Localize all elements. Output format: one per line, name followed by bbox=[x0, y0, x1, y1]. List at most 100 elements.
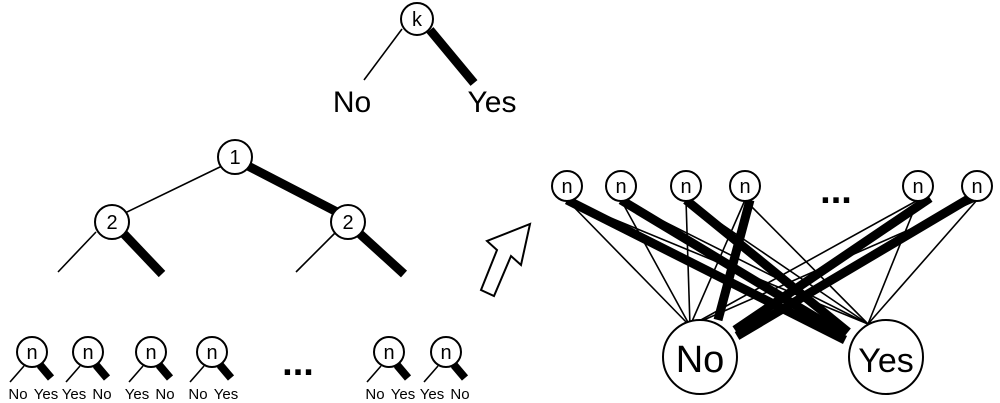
leaf-no-label: No bbox=[188, 386, 207, 403]
leaf-node-label: n bbox=[26, 342, 37, 364]
transform-arrow-icon bbox=[479, 222, 532, 298]
leaf-node-label: n bbox=[383, 342, 394, 364]
leaf-node: nNo Yes bbox=[188, 336, 238, 403]
leaf-yes-edge bbox=[92, 362, 111, 381]
bipartite-node: n bbox=[902, 170, 934, 202]
right-child-yes-edge bbox=[356, 230, 408, 278]
right-child-label: 2 bbox=[342, 212, 353, 234]
leaf-no-edge bbox=[65, 365, 81, 383]
leaf-node-circle bbox=[196, 336, 228, 368]
leaf-no-label: No bbox=[365, 386, 384, 403]
bipartite-node: n bbox=[605, 170, 637, 202]
strong-edge bbox=[734, 194, 973, 340]
strong-edge bbox=[732, 194, 933, 334]
leaf-node: nNo Yes bbox=[365, 336, 415, 403]
leaf-yes-edge bbox=[393, 362, 412, 381]
bipartite-node-label: n bbox=[615, 176, 626, 198]
leaf-yes-label: No bbox=[155, 386, 174, 403]
bipartite-node-circle bbox=[605, 170, 637, 202]
outcome-yes-circle bbox=[848, 319, 924, 395]
leaf-yes-label: Yes bbox=[214, 386, 238, 403]
left-child-yes-edge bbox=[120, 230, 166, 278]
edge-to-no bbox=[566, 199, 691, 327]
left-child-circle bbox=[94, 204, 130, 240]
leaf-ellipsis: ... bbox=[282, 342, 314, 384]
left-child-label: 2 bbox=[106, 212, 117, 234]
edge-to-yes bbox=[867, 199, 978, 325]
root-node-circle bbox=[217, 139, 253, 175]
bipartite-node-label: n bbox=[912, 176, 923, 198]
bipartite-ellipsis: ... bbox=[820, 170, 852, 212]
leaf-no-edge bbox=[9, 365, 25, 383]
right-child-circle bbox=[330, 204, 366, 240]
leaf-no-label: Yes bbox=[62, 386, 86, 403]
k-yes-edge bbox=[426, 27, 478, 86]
leaf-yes-label: Yes bbox=[391, 386, 415, 403]
binary-tree: 1 2 2 bbox=[57, 139, 408, 278]
bipartite-node-circle bbox=[729, 170, 761, 202]
leaf-node-circle bbox=[373, 336, 405, 368]
leaf-node-label: n bbox=[440, 342, 451, 364]
bipartite-node-circle bbox=[670, 170, 702, 202]
root-right-edge bbox=[245, 162, 340, 216]
k-no-edge bbox=[363, 28, 403, 81]
leaf-node: nNo Yes bbox=[8, 336, 58, 403]
k-no-label: No bbox=[333, 86, 371, 119]
root-node-label: 1 bbox=[229, 147, 240, 169]
leaf-yes-label: No bbox=[92, 386, 111, 403]
leaf-node-label: n bbox=[145, 342, 156, 364]
leaf-no-label: Yes bbox=[420, 386, 444, 403]
right-child-no-edge bbox=[295, 231, 337, 273]
strong-edge bbox=[683, 196, 851, 336]
edge-to-no bbox=[620, 199, 691, 327]
bipartite-node: n bbox=[670, 170, 702, 202]
outcome-no-circle bbox=[662, 319, 738, 395]
bipartite-node: n bbox=[961, 170, 993, 202]
leaf-node-circle bbox=[430, 336, 462, 368]
leaf-yes-label: Yes bbox=[34, 386, 58, 403]
leaf-node-label: n bbox=[206, 342, 217, 364]
leaf-no-edge bbox=[366, 365, 382, 383]
bipartite-node-circle bbox=[551, 170, 583, 202]
outcome-yes-label: Yes bbox=[858, 342, 913, 380]
leaf-node-circle bbox=[16, 336, 48, 368]
leaf-yes-label: No bbox=[450, 386, 469, 403]
outcome-no-label: No bbox=[676, 339, 725, 381]
k-node-label: k bbox=[412, 9, 423, 31]
bipartite-node-label: n bbox=[561, 176, 572, 198]
leaf-no-edge bbox=[189, 365, 205, 383]
edge-to-yes bbox=[867, 199, 919, 325]
k-yes-label: Yes bbox=[468, 86, 517, 119]
k-node-circle bbox=[400, 2, 434, 36]
bipartite-node-circle bbox=[902, 170, 934, 202]
root-left-edge bbox=[124, 165, 223, 214]
bipartite-edges bbox=[564, 194, 978, 345]
leaf-no-label: No bbox=[8, 386, 27, 403]
bipartite-node-label: n bbox=[680, 176, 691, 198]
leaf-yes-edge bbox=[36, 362, 55, 381]
edge-to-no bbox=[689, 199, 919, 327]
leaf-node-circle bbox=[135, 336, 167, 368]
leaf-no-label: Yes bbox=[125, 386, 149, 403]
bipartite-node-label: n bbox=[739, 176, 750, 198]
leaf-node-circle bbox=[72, 336, 104, 368]
left-child-no-edge bbox=[57, 231, 97, 273]
bipartite-node-label: n bbox=[971, 176, 982, 198]
leaf-node-label: n bbox=[82, 342, 93, 364]
decision-node-k: k No Yes bbox=[333, 2, 517, 119]
bipartite-node-circle bbox=[961, 170, 993, 202]
leaf-yes-edge bbox=[450, 362, 469, 381]
strong-edge bbox=[713, 198, 755, 322]
bipartite-node: n bbox=[551, 170, 583, 202]
leaf-yes-edge bbox=[155, 362, 174, 381]
bipartite-node: n bbox=[729, 170, 761, 202]
leaf-no-edge bbox=[128, 365, 144, 383]
strong-edge bbox=[564, 195, 848, 345]
leaf-no-edge bbox=[423, 365, 439, 383]
